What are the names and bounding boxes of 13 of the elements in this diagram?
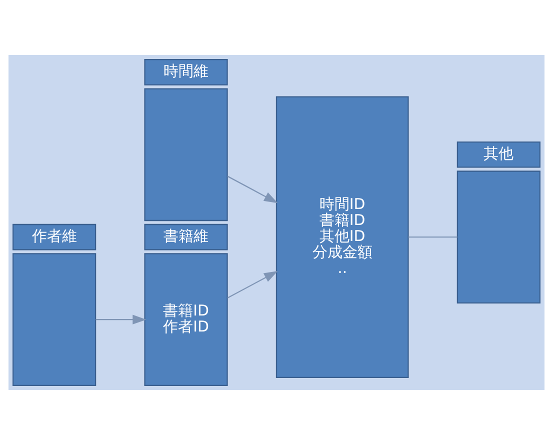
- node-box: 作者維: [12, 224, 96, 250]
- arrow: [227, 271, 278, 298]
- node-box: 時間維: [144, 59, 228, 86]
- node-box: [456, 170, 540, 304]
- node-box: 書籍ID 作者ID: [144, 253, 228, 386]
- connector: [408, 236, 458, 238]
- node-box: 時間ID 書籍ID 其他ID 分成金額 ..: [276, 96, 409, 378]
- arrow: [96, 314, 146, 324]
- node-box: [144, 88, 228, 222]
- node-box: 其他: [456, 141, 540, 168]
- node-box: 書籍維: [144, 224, 228, 250]
- node-box: [12, 253, 96, 386]
- arrow: [227, 176, 278, 204]
